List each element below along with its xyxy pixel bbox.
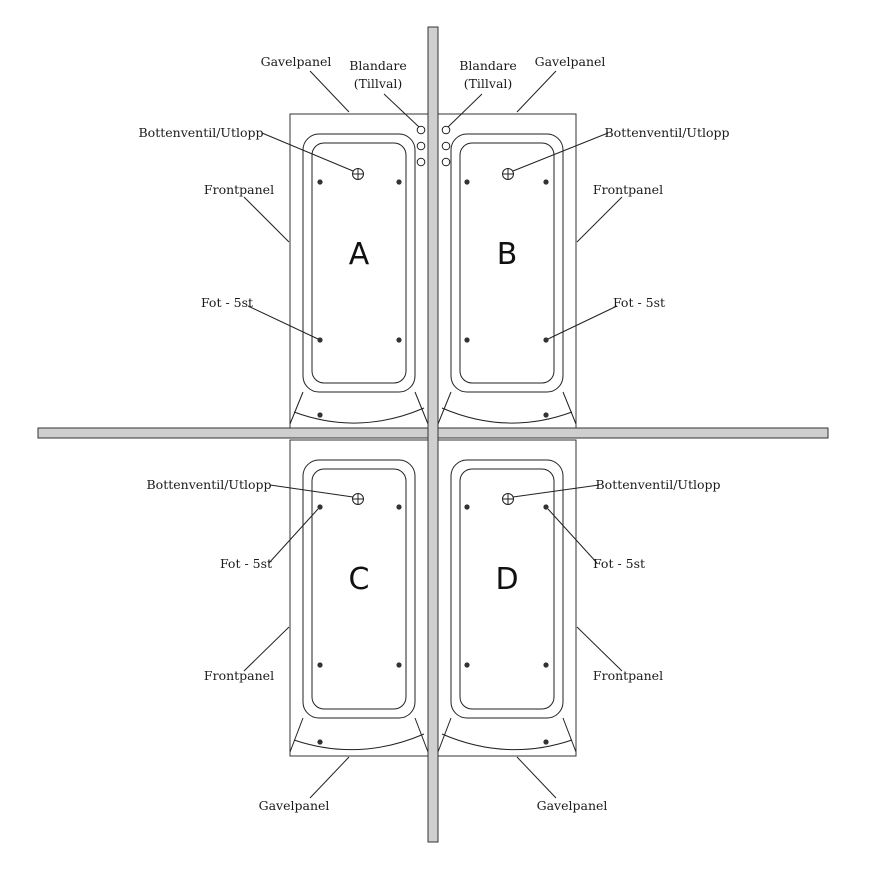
gavelpanel-label: Gavelpanel	[537, 798, 608, 813]
frontpanel-label: Frontpanel	[204, 668, 274, 683]
fot-label: Fot - 5st	[201, 295, 253, 310]
tub-a-basin	[311, 142, 407, 384]
tub-a: A	[289, 113, 429, 429]
tub-b-foot	[464, 179, 470, 185]
frontpanel-label: Frontpanel	[593, 182, 663, 197]
tub-c: C	[289, 439, 429, 757]
vertical-wall	[427, 26, 439, 843]
blandare-label: Blandare	[349, 58, 407, 73]
tub-a-mixer-hole	[416, 141, 426, 151]
tub-a-foot	[317, 179, 323, 185]
blandare-sublabel: (Tillval)	[464, 76, 513, 91]
tub-d-foot	[543, 504, 549, 510]
labels: Gavelpanel Gavelpanel Blandare (Tillval)…	[138, 54, 729, 813]
tub-b-rim	[450, 133, 564, 393]
tub-d-foot	[464, 504, 470, 510]
bottenventil-label: Bottenventil/Utlopp	[595, 477, 720, 492]
frontpanel-label: Frontpanel	[593, 668, 663, 683]
tub-b-foot	[464, 337, 470, 343]
tub-b-mixer-hole	[441, 125, 451, 135]
tub-a-foot	[317, 337, 323, 343]
tub-a-letter: A	[349, 237, 370, 272]
tub-d: D	[437, 439, 577, 757]
bottenventil-label: Bottenventil/Utlopp	[138, 125, 263, 140]
tub-b-foot	[543, 337, 549, 343]
tub-c-foot	[317, 739, 323, 745]
gavelpanel-label: Gavelpanel	[261, 54, 332, 69]
bottenventil-label: Bottenventil/Utlopp	[604, 125, 729, 140]
gavelpanel-label: Gavelpanel	[259, 798, 330, 813]
tub-a-foot	[396, 179, 402, 185]
tub-d-rim	[450, 459, 564, 719]
fot-label: Fot - 5st	[220, 556, 272, 571]
tub-d-foot	[543, 739, 549, 745]
tub-b-foot	[543, 179, 549, 185]
tub-b-letter: B	[497, 237, 518, 272]
tub-b-basin	[459, 142, 555, 384]
tub-c-foot	[317, 504, 323, 510]
tub-b-mixer-hole	[441, 157, 451, 167]
tub-c-letter: C	[349, 562, 370, 597]
tub-c-basin	[311, 468, 407, 710]
tub-b-foot	[543, 412, 549, 418]
frontpanel-label: Frontpanel	[204, 182, 274, 197]
tub-a-rim	[302, 133, 416, 393]
tub-a-mixer-hole	[416, 125, 426, 135]
tub-a-foot	[396, 337, 402, 343]
bottenventil-label: Bottenventil/Utlopp	[146, 477, 271, 492]
tub-b-mixer-hole	[441, 141, 451, 151]
tub-c-foot	[317, 662, 323, 668]
tub-c-rim	[302, 459, 416, 719]
fot-label: Fot - 5st	[593, 556, 645, 571]
blandare-sublabel: (Tillval)	[354, 76, 403, 91]
tub-d-basin	[459, 468, 555, 710]
tub-d-outline	[437, 439, 577, 757]
tub-d-foot	[543, 662, 549, 668]
tub-b: B	[437, 113, 577, 429]
tub-d-letter: D	[495, 562, 518, 597]
fot-label: Fot - 5st	[613, 295, 665, 310]
tub-a-foot	[317, 412, 323, 418]
tub-c-foot	[396, 662, 402, 668]
blandare-label: Blandare	[459, 58, 517, 73]
tub-d-foot	[464, 662, 470, 668]
tub-c-outline	[289, 439, 429, 757]
tub-a-mixer-hole	[416, 157, 426, 167]
tub-c-foot	[396, 504, 402, 510]
leader-lines	[243, 70, 623, 799]
gavelpanel-label: Gavelpanel	[535, 54, 606, 69]
